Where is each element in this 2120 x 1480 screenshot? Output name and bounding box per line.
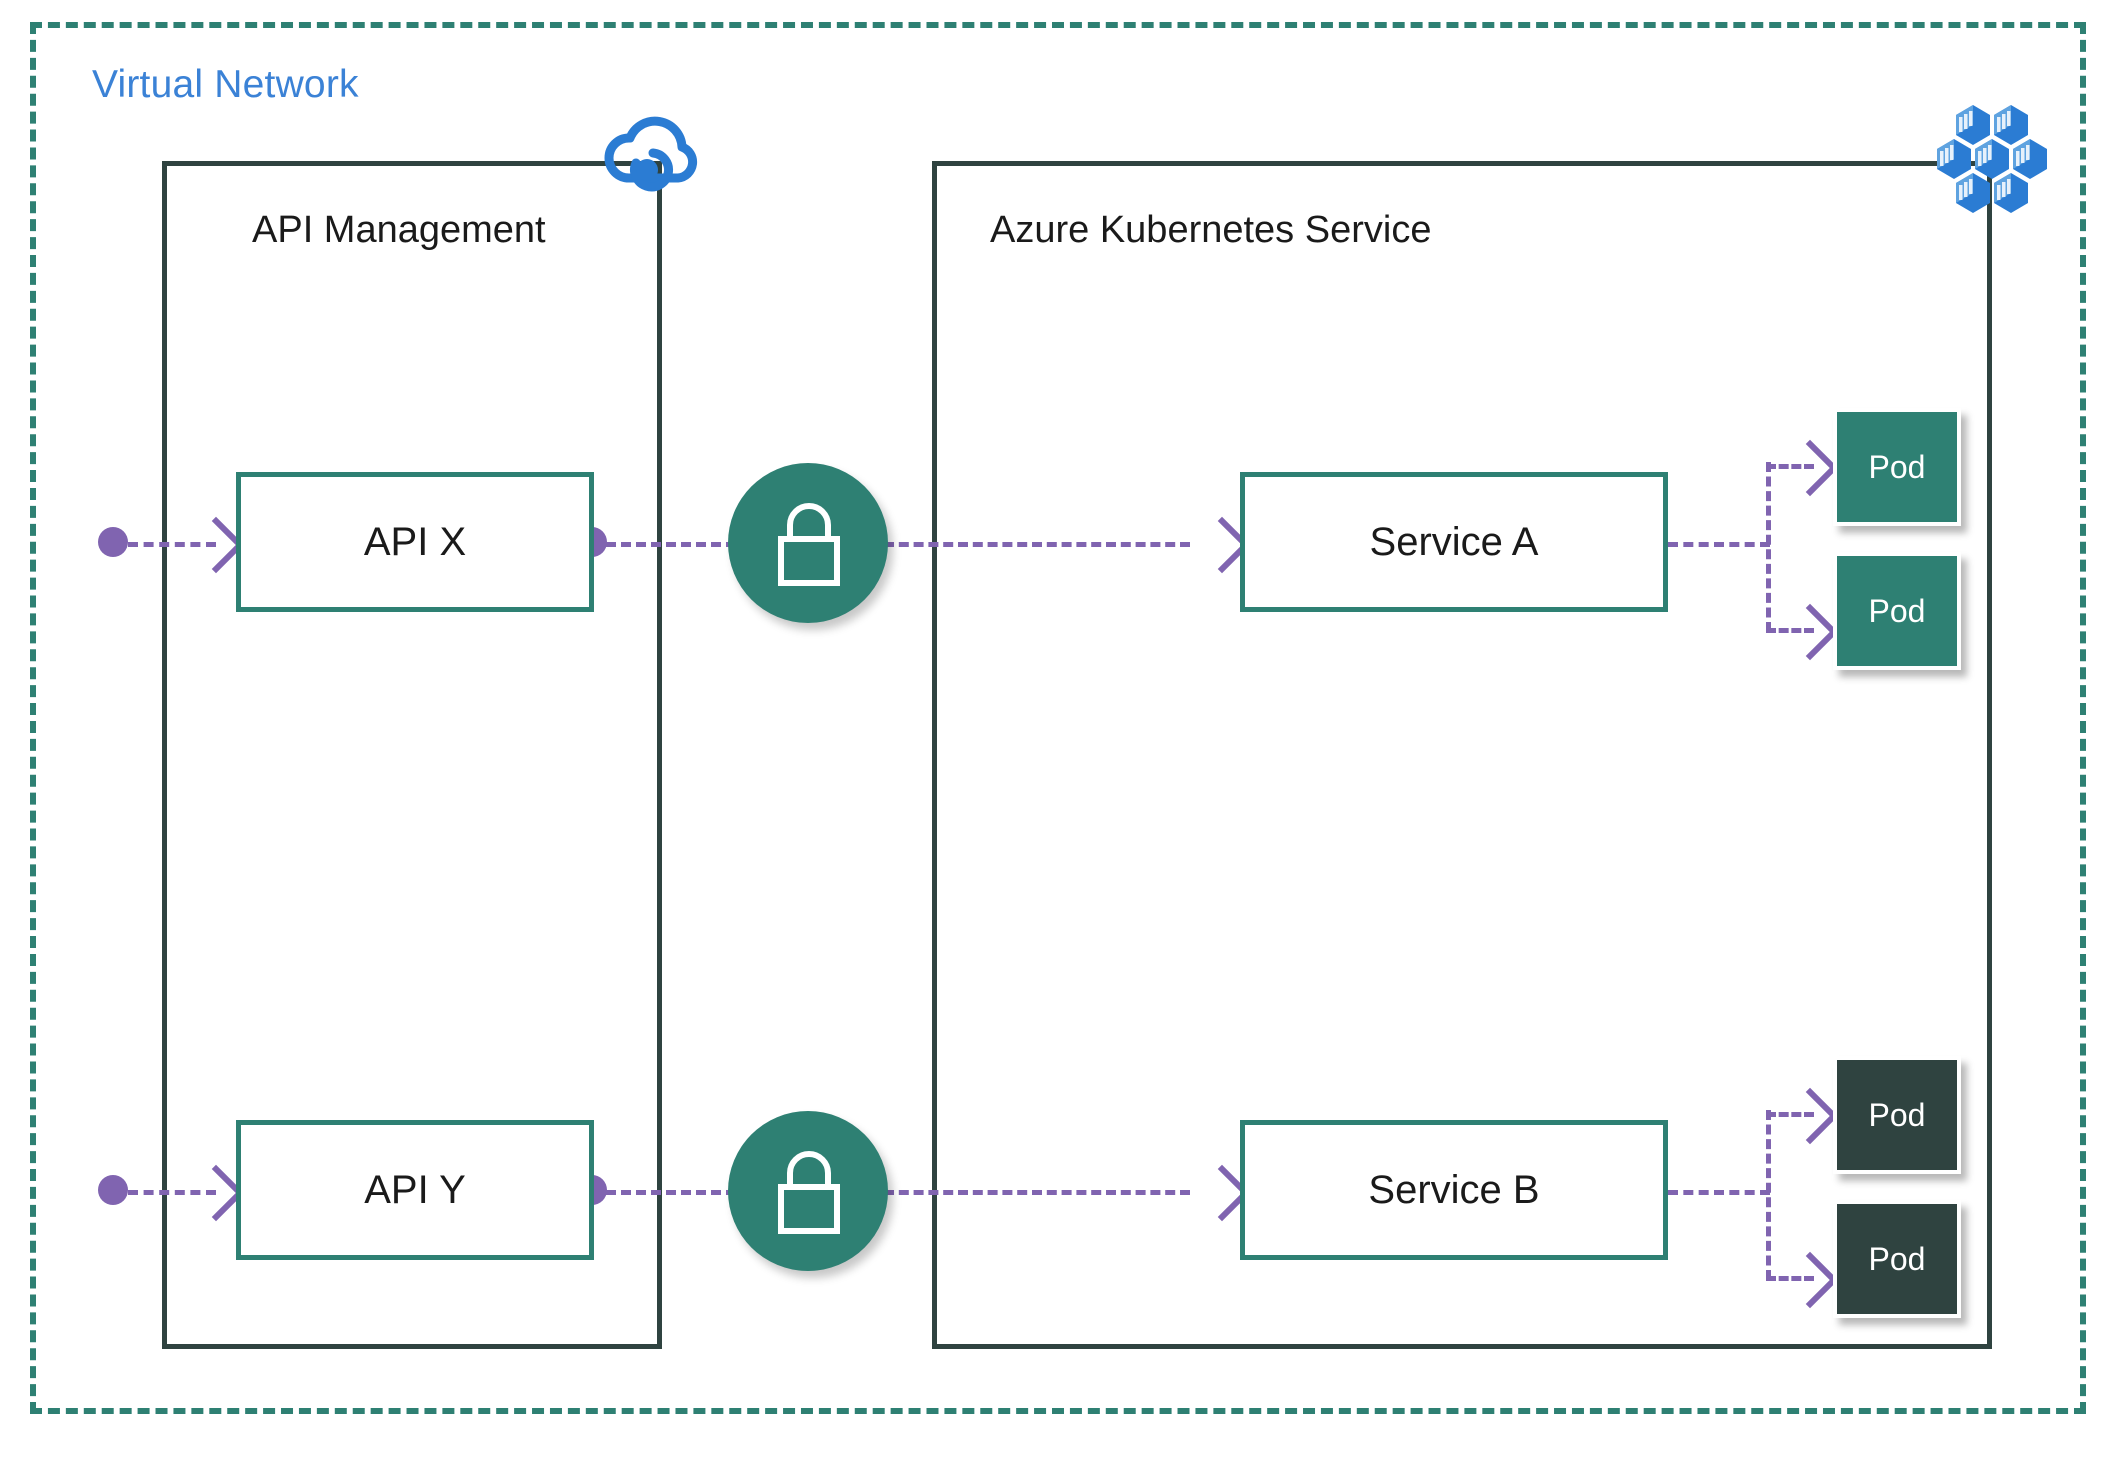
azure-kubernetes-service-title: Azure Kubernetes Service bbox=[990, 209, 1432, 251]
connector-service-a-to-pod-a2 bbox=[1766, 628, 1814, 633]
ingress-dot-api-x bbox=[98, 527, 128, 557]
azure-api-management-cloud-icon bbox=[598, 108, 706, 205]
pod-a2-label: Pod bbox=[1868, 592, 1926, 629]
service-b-label: Service B bbox=[1368, 1167, 1540, 1212]
pod-a1-label: Pod bbox=[1868, 448, 1926, 485]
connector-lock-to-service-b bbox=[884, 1190, 1190, 1195]
connector-ingress-api-x bbox=[128, 542, 216, 547]
pod-b2[interactable]: Pod bbox=[1833, 1200, 1961, 1318]
connector-lock-to-service-a bbox=[884, 542, 1190, 547]
virtual-network-label: Virtual Network bbox=[92, 63, 359, 106]
service-a-label: Service A bbox=[1369, 519, 1539, 564]
connector-api-y-to-lock bbox=[606, 1190, 736, 1195]
connector-service-b-to-pod-b1 bbox=[1766, 1112, 1814, 1117]
connector-service-a-to-pod-a1 bbox=[1766, 464, 1814, 469]
api-management-title: API Management bbox=[252, 209, 546, 251]
connector-service-b-riser bbox=[1766, 1110, 1771, 1280]
pod-b1[interactable]: Pod bbox=[1833, 1056, 1961, 1174]
padlock-icon bbox=[778, 503, 840, 586]
service-b-node[interactable]: Service B bbox=[1240, 1120, 1668, 1260]
pod-a2[interactable]: Pod bbox=[1833, 552, 1961, 670]
pod-b2-label: Pod bbox=[1868, 1240, 1926, 1277]
ingress-dot-api-y bbox=[98, 1175, 128, 1205]
connector-service-b-to-pod-b2 bbox=[1766, 1276, 1814, 1281]
api-x-node[interactable]: API X bbox=[236, 472, 594, 612]
connector-api-x-to-lock bbox=[606, 542, 736, 547]
connector-service-a-riser bbox=[1766, 462, 1771, 632]
connector-ingress-api-y bbox=[128, 1190, 216, 1195]
api-y-node[interactable]: API Y bbox=[236, 1120, 594, 1260]
virtual-network-boundary bbox=[30, 22, 2086, 1414]
connector-service-b-trunk bbox=[1668, 1190, 1770, 1195]
padlock-icon bbox=[778, 1151, 840, 1234]
tls-lock-badge-bottom bbox=[728, 1111, 888, 1271]
pod-b1-label: Pod bbox=[1868, 1096, 1926, 1133]
azure-kubernetes-service-container bbox=[932, 161, 1992, 1349]
api-y-label: API Y bbox=[364, 1167, 466, 1212]
api-x-label: API X bbox=[363, 519, 467, 564]
tls-lock-badge-top bbox=[728, 463, 888, 623]
service-a-node[interactable]: Service A bbox=[1240, 472, 1668, 612]
connector-service-a-trunk bbox=[1668, 542, 1770, 547]
azure-kubernetes-service-hexagon-cluster-icon bbox=[1924, 105, 2060, 228]
pod-a1[interactable]: Pod bbox=[1833, 408, 1961, 526]
api-management-container bbox=[162, 161, 662, 1349]
